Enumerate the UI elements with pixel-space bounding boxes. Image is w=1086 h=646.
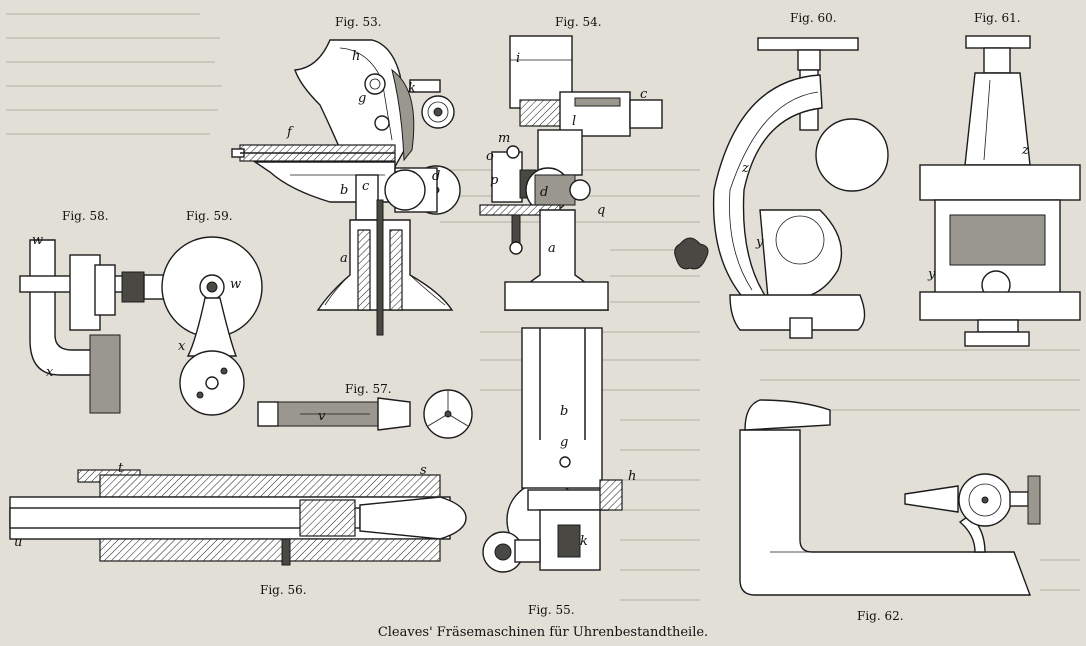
fig59-label-x: x	[178, 339, 186, 354]
fig53-label-g: g	[358, 91, 366, 106]
fig56-label-t: t	[118, 461, 124, 476]
figure-61: Fig. 61. z y	[919, 11, 1081, 347]
fig56-label-s: s	[420, 463, 427, 478]
fig60-caption: Fig. 60.	[790, 11, 837, 25]
fig53-label-b: b	[340, 183, 348, 198]
fig53-label-c: c	[362, 179, 370, 194]
fig59-label-w: w	[230, 277, 241, 292]
fig54-label-m: m	[498, 131, 510, 146]
fig55-caption: Fig. 55.	[528, 603, 575, 617]
fig61-caption: Fig. 61.	[974, 11, 1021, 25]
fig53-label-k: k	[408, 81, 416, 96]
fig58-label-x: x	[46, 365, 54, 380]
fig55-label-b: b	[560, 404, 568, 419]
fig53-label-f: f	[286, 125, 294, 140]
figure-57: Fig. 57. v	[257, 382, 473, 439]
fig54-label-a: a	[548, 241, 556, 256]
fig57-caption: Fig. 57.	[345, 382, 392, 396]
fig54-label-c: c	[640, 87, 648, 102]
fig53-caption: Fig. 53.	[335, 15, 382, 29]
fig61-label-z: z	[1021, 143, 1029, 158]
fig54-label-l: l	[572, 114, 576, 129]
fig54-label-p: p	[490, 173, 499, 188]
fig53-label-h: h	[352, 49, 360, 64]
fig55-label-k: k	[580, 534, 588, 549]
fig53-label-d: d	[432, 169, 440, 184]
fig58-caption: Fig. 58.	[62, 209, 109, 223]
fig56-label-u: u	[14, 535, 22, 550]
fig58-label-w: w	[32, 233, 43, 248]
fig62-caption: Fig. 62.	[857, 609, 904, 623]
fig55-label-h: h	[628, 469, 636, 484]
figure-59: Fig. 59. w x	[161, 209, 263, 416]
figure-54: Fig. 54. i m l c o p d q a	[479, 15, 709, 311]
figure-58: Fig. 58. w x	[19, 209, 165, 414]
figure-62: Fig. 62.	[739, 399, 1041, 623]
fig60-label-z: z	[741, 161, 749, 176]
fig54-caption: Fig. 54.	[555, 15, 602, 29]
fig55-label-g: g	[560, 435, 568, 450]
fig61-label-y: y	[927, 267, 936, 282]
figure-60: Fig. 60. z y	[712, 11, 889, 339]
fig56-caption: Fig. 56.	[260, 583, 307, 597]
fig54-label-o: o	[486, 149, 494, 164]
fig54-label-q: q	[597, 203, 605, 218]
figure-56: Fig. 56. t s u	[9, 461, 467, 597]
fig59-caption: Fig. 59.	[186, 209, 233, 223]
fig54-label-i: i	[516, 51, 520, 66]
fig54-label-d: d	[540, 185, 548, 200]
fig53-label-a: a	[340, 251, 348, 266]
fig60-label-y: y	[755, 235, 764, 250]
fig57-label-v: v	[318, 409, 326, 424]
plate-title: Cleaves' Fräsemaschinen für Uhrenbestand…	[378, 625, 708, 640]
figure-55: Fig. 55. b g h k	[482, 327, 636, 617]
figure-53: Fig. 53. h k	[231, 15, 461, 336]
